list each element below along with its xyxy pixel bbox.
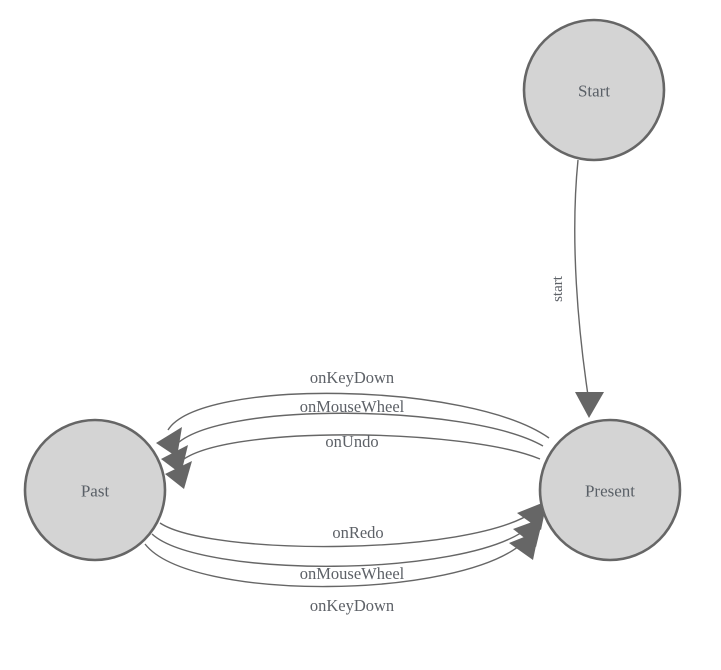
node-past-circle bbox=[23, 418, 167, 562]
node-present-circle bbox=[538, 418, 682, 562]
node-present[interactable]: Present bbox=[538, 418, 682, 562]
edge-label-past-to-present-onmousewheel: onMouseWheel bbox=[300, 564, 405, 583]
edge-past-to-present-onmousewheel-path bbox=[151, 527, 529, 567]
edge-label-present-to-past-onkeydown: onKeyDown bbox=[310, 368, 394, 387]
node-start-circle bbox=[522, 18, 666, 162]
edge-present-to-past-onmousewheel-path bbox=[172, 412, 544, 449]
edge-present-to-past-onkeydown[interactable]: onKeyDown bbox=[156, 368, 550, 457]
edge-label-past-to-present-onredo: onRedo bbox=[332, 523, 383, 542]
node-past-label: Past bbox=[81, 482, 110, 501]
edge-present-to-past-onkeydown-arrowhead bbox=[156, 427, 182, 457]
node-start[interactable]: Start bbox=[522, 18, 666, 162]
edge-present-to-past-onundo-path bbox=[177, 434, 541, 465]
node-present-label: Present bbox=[585, 482, 635, 501]
edge-label-past-to-present-onkeydown: onKeyDown bbox=[310, 596, 394, 615]
edge-start-to-present[interactable]: start bbox=[550, 159, 604, 418]
edge-past-to-present-onredo-path bbox=[159, 511, 534, 548]
node-start-label: Start bbox=[578, 82, 610, 101]
edge-present-to-past-onundo[interactable]: onUndo bbox=[165, 432, 541, 489]
edge-start-to-present-arrowhead bbox=[575, 392, 604, 418]
edge-label-start: start bbox=[550, 275, 566, 302]
edge-past-to-present-onkeydown-path bbox=[144, 541, 525, 588]
edge-past-to-present-onredo[interactable]: onRedo bbox=[159, 501, 547, 548]
node-past[interactable]: Past bbox=[23, 418, 167, 562]
edge-past-to-present-onkeydown-arrowhead bbox=[509, 531, 539, 560]
edge-past-to-present-onkeydown[interactable]: onKeyDown bbox=[144, 531, 539, 615]
edge-label-present-to-past-onmousewheel: onMouseWheel bbox=[300, 397, 405, 416]
edge-present-to-past-onkeydown-path bbox=[167, 392, 550, 439]
edge-present-to-past-onundo-arrowhead bbox=[165, 461, 192, 489]
edge-label-present-to-past-onundo: onUndo bbox=[325, 432, 378, 451]
edge-start-to-present-path bbox=[574, 159, 590, 403]
